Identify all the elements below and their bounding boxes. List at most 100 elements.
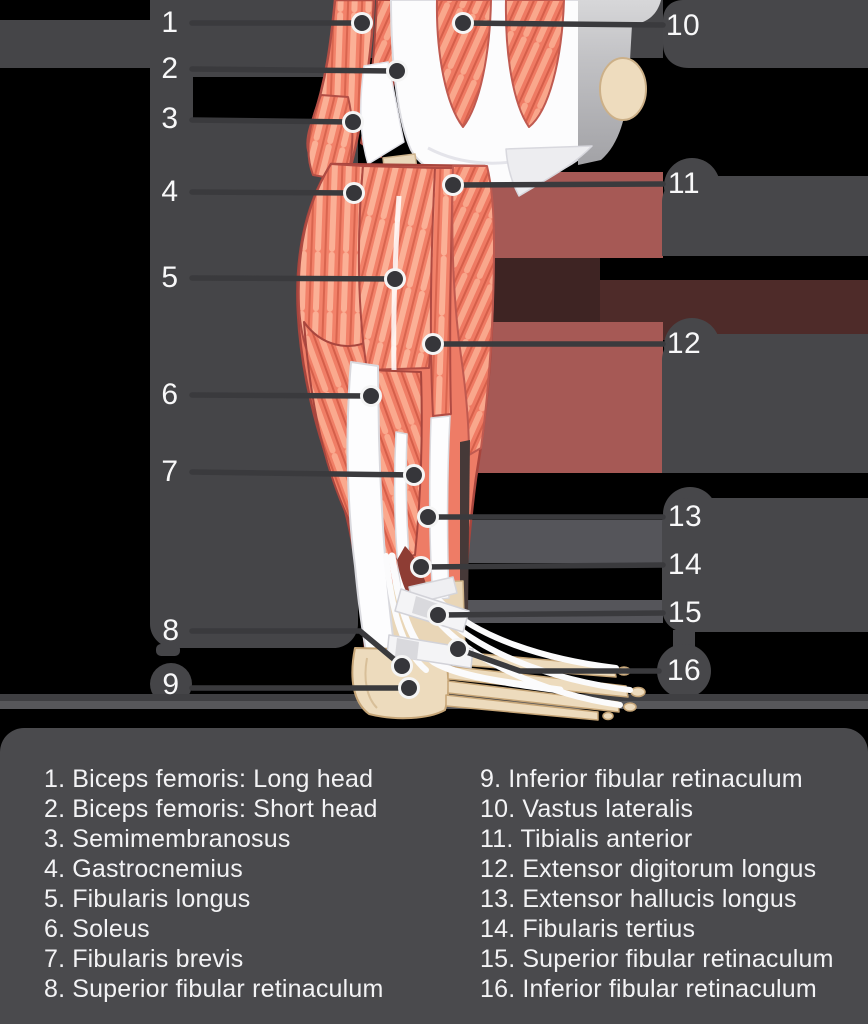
legend-item-4: 4. Gastrocnemius [44,854,384,884]
anchor-dot-11 [442,174,464,196]
muscle-extensor-digitorum-longus [429,167,454,417]
legend-item-1: 1. Biceps femoris: Long head [44,764,384,794]
label-tab-16 [673,630,695,648]
leader-line-3 [189,117,356,125]
anchor-dot-9 [398,677,420,699]
tendon-extensor [428,415,451,601]
legend-item-name: Gastrocnemius [72,855,243,883]
legend-item-5: 5. Fibularis longus [44,884,384,914]
leader-line-4 [189,189,357,196]
tendon-white-strip [360,61,405,165]
glow-band-12 [460,322,663,473]
label-box-11 [662,176,868,256]
legend-item-number: 11. [480,825,514,853]
legend-item-name: Superior fibular retinaculum [72,975,384,1003]
leader-line-2 [189,66,400,74]
leader-line-8 [189,628,405,669]
legend-panel: 1. Biceps femoris: Long head 2. Biceps f… [0,728,868,1024]
label-marker-3[interactable]: 3 [161,102,179,135]
anchor-dot-5 [384,268,406,290]
label-marker-16[interactable]: 16 [666,654,702,687]
anchor-dot-14 [410,556,432,578]
legend-item-name: Soleus [72,915,150,943]
legend-item-name: Biceps femoris: Short head [72,795,378,823]
label-marker-14[interactable]: 14 [667,548,703,581]
muscle-vastus-lateralis-a [435,0,492,128]
leader-line-6 [189,392,374,399]
label-marker-1[interactable]: 1 [161,6,179,39]
anchor-dot-15 [427,604,449,626]
leg-illustration [296,0,661,721]
legend-item-number: 1. [44,765,66,793]
anchor-dot-13 [417,506,439,528]
label-marker-13[interactable]: 13 [667,500,703,533]
legend-item-number: 12. [480,855,516,883]
muscle-vastus-lateralis-b [504,0,565,128]
legend-item-6: 6. Soleus [44,914,384,944]
legend-column-left: 1. Biceps femoris: Long head 2. Biceps f… [44,764,384,1004]
label-marker-2[interactable]: 2 [161,52,179,85]
legend-item-name: Extensor digitorum longus [522,855,817,883]
connector-band-13-14 [462,520,663,563]
legend-item-12: 12. Extensor digitorum longus [480,854,834,884]
glow-band-dark [487,258,600,322]
legend-item-number: 8. [44,975,66,1003]
leader-lines [189,20,666,691]
legend-item-number: 6. [44,915,66,943]
leader-line-5 [189,275,398,282]
leader-line-7 [189,469,417,478]
legend-item-3: 3. Semimembranosus [44,824,384,854]
anchor-dot-16 [447,638,469,660]
label-marker-11[interactable]: 11 [667,167,701,200]
legend-item-16: 16. Inferior fibular retinaculum [480,974,834,1004]
anchor-dot-10 [452,12,474,34]
legend-item-name: Extensor hallucis longus [522,885,797,913]
leader-line-11 [450,181,666,188]
label-marker-4[interactable]: 4 [161,175,179,208]
anchor-dot-3 [342,111,364,133]
anchor-dot-1 [351,12,373,34]
legend-item-number: 3. [44,825,66,853]
legend-item-name: Fibularis longus [72,885,251,913]
label-marker-7[interactable]: 7 [161,455,179,488]
legend-item-14: 14. Fibularis tertius [480,914,834,944]
legend-item-name: Semimembranosus [72,825,291,853]
anchor-dots [342,12,474,699]
legend-item-13: 13. Extensor hallucis longus [480,884,834,914]
label-marker-6[interactable]: 6 [161,378,179,411]
label-marker-10[interactable]: 10 [665,9,701,42]
bone-femoral-condyle [599,57,647,121]
legend-item-2: 2. Biceps femoris: Short head [44,794,384,824]
left-edge-tab [0,20,156,68]
leader-line-14 [418,562,666,570]
marker-8-tab [156,644,180,656]
legend-item-number: 14. [480,915,516,943]
legend-item-name: Fibularis tertius [522,915,696,943]
anchor-dot-7 [403,464,425,486]
label-box-12 [662,334,868,473]
legend-item-number: 10. [480,795,516,823]
legend-item-9: 9. Inferior fibular retinaculum [480,764,834,794]
legend-item-name: Superior fibular retinaculum [522,945,834,973]
label-marker-9[interactable]: 9 [162,668,180,701]
label-marker-15[interactable]: 15 [667,596,703,629]
label-marker-8[interactable]: 8 [162,614,180,647]
anchor-dot-8 [391,655,413,677]
anchor-dot-6 [360,385,382,407]
legend-item-number: 5. [44,885,66,913]
legend-item-8: 8. Superior fibular retinaculum [44,974,384,1004]
legend-item-number: 13. [480,885,516,913]
leader-line-16 [455,646,662,674]
legend-item-name: Fibularis brevis [72,945,244,973]
legend-item-name: Tibialis anterior [520,825,693,853]
legend-item-name: Vastus lateralis [522,795,694,823]
legend-item-name: Biceps femoris: Long head [72,765,374,793]
legend-item-number: 2. [44,795,66,823]
label-box-13-15 [662,498,868,632]
legend-item-name: Inferior fibular retinaculum [508,765,803,793]
label-marker-5[interactable]: 5 [161,261,179,294]
legend-item-name: Inferior fibular retinaculum [522,975,817,1003]
label-marker-12[interactable]: 12 [666,327,702,360]
